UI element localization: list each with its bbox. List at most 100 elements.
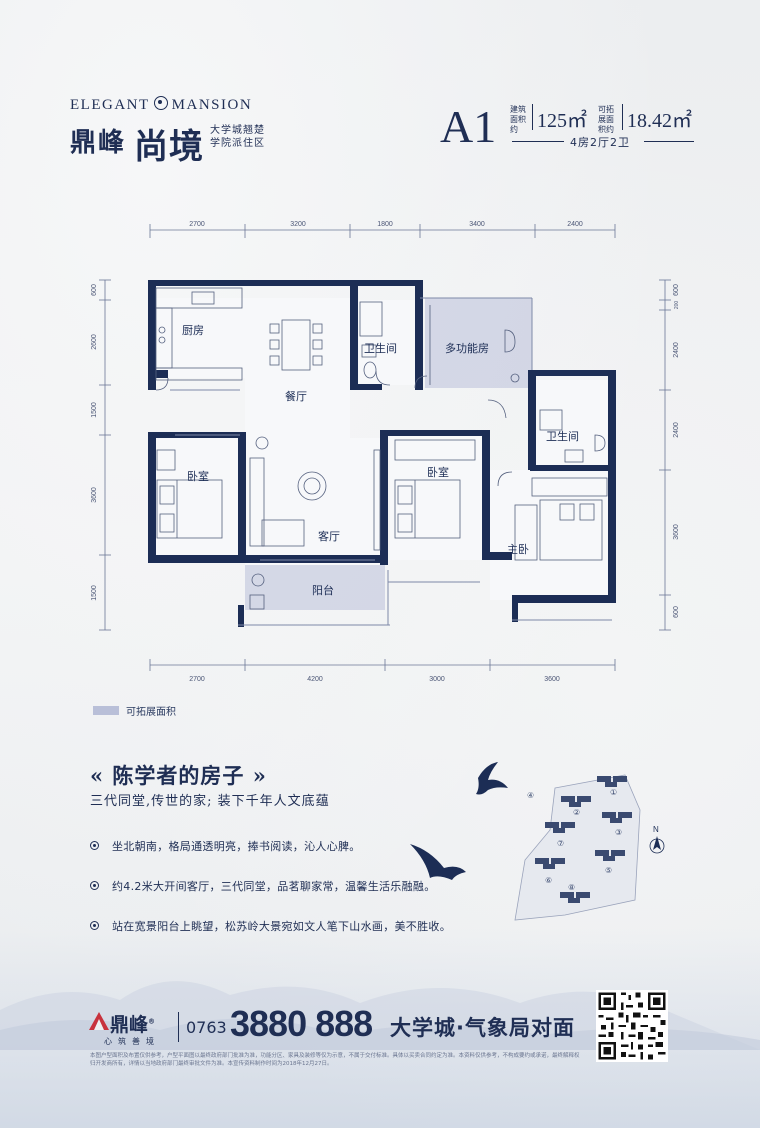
address: 大学城·气象局对面	[390, 1016, 575, 1040]
dim-left-3: 1500	[91, 402, 98, 418]
brand-crest-icon	[153, 96, 168, 110]
master-furniture	[514, 477, 608, 561]
multi-room-fixtures	[429, 305, 520, 385]
footer-logo: 鼎峰®	[110, 1010, 155, 1037]
bird-icon	[476, 762, 508, 795]
bullet-1: 坐北朝南，格局通透明亮，捧书阅读，沁人心脾。	[112, 840, 361, 853]
layout-type: 4房2厅2卫	[570, 136, 630, 149]
dim-right-2: 200	[674, 301, 680, 310]
disclaimer: 本图户型面积及布置仅供参考，户型平面图以最终政府部门批准为准，功能分区、家具及装…	[90, 1053, 580, 1067]
walls	[148, 280, 616, 627]
bedroom-2-furniture	[394, 439, 476, 539]
north-label: N	[653, 825, 659, 834]
subline: 三代同堂,传世的家; 装下千年人文底蕴	[90, 794, 330, 809]
north-arrow-icon	[649, 836, 665, 854]
dim-top-4: 3400	[469, 221, 485, 228]
building-icon	[545, 822, 575, 833]
divider	[622, 104, 623, 130]
floor-plan: 2700 3200 1800 3400 2400 2700 4200 3000 …	[91, 221, 680, 683]
dim-bottom-1: 2700	[189, 676, 205, 683]
building-icon	[597, 776, 627, 787]
expand-area-label: 可拓展面积约	[598, 105, 614, 134]
dim-right-6: 600	[673, 606, 680, 618]
unit-code: A1	[440, 101, 497, 152]
bldg-3: ③	[615, 828, 622, 837]
doors	[155, 370, 513, 487]
windows	[170, 297, 612, 626]
site-plan: ① ② ③ ④ ⑤ ⑥ ⑦ ⑧ N	[514, 774, 665, 921]
bullet-icon	[90, 921, 99, 930]
label-bath-1: 卫生间	[364, 341, 397, 355]
phone-number[interactable]: 3880 888	[230, 1003, 373, 1044]
company-logo-icon	[89, 1012, 109, 1030]
bldg-5: ⑤	[605, 866, 612, 875]
footer-divider	[178, 1012, 179, 1042]
expandable-areas	[245, 298, 532, 610]
bldg-4: ④	[527, 791, 534, 800]
site-boundary	[514, 774, 641, 921]
bedroom-1-furniture	[156, 449, 223, 539]
slogan-line-2: 学院派住区	[210, 138, 265, 149]
rule-left	[512, 141, 564, 142]
label-bath-2: 卫生间	[546, 429, 579, 443]
building-icon	[560, 892, 590, 903]
brand-slogan: 大学城翘楚 学院派住区	[210, 124, 274, 150]
dim-top-5: 2400	[567, 221, 583, 228]
bldg-7: ⑦	[557, 839, 564, 848]
dim-top-2: 3200	[290, 221, 306, 228]
rule-right	[644, 141, 694, 142]
dim-bottom-4: 3600	[544, 676, 560, 683]
label-master: 主卧	[507, 543, 529, 556]
dim-top-3: 1800	[377, 221, 393, 228]
label-living: 客厅	[318, 529, 340, 543]
dim-left-5: 1500	[91, 585, 98, 601]
label-multi-room: 多功能房	[445, 341, 489, 355]
dim-right-4: 2400	[673, 422, 680, 438]
legend-swatch	[93, 706, 119, 715]
bird-icon	[410, 844, 466, 880]
building-icon	[602, 812, 632, 823]
building-icon	[561, 796, 591, 807]
brand-en-left: ELEGANT	[70, 97, 150, 113]
slogan-line-1: 大学城翘楚	[210, 125, 265, 136]
label-kitchen: 厨房	[182, 324, 204, 337]
label-dining: 餐厅	[285, 389, 307, 403]
footer-logo-text: 鼎峰	[110, 1014, 149, 1036]
dim-right-1: 600	[673, 284, 680, 296]
footer-logo-reg: ®	[148, 1017, 156, 1026]
brand-company: 鼎峰	[70, 127, 127, 157]
dim-left-2: 2600	[91, 334, 98, 350]
dim-top-1: 2700	[189, 221, 205, 228]
label-balcony: 阳台	[312, 583, 334, 597]
dining-table	[269, 319, 323, 371]
bullet-3: 站在宽景阳台上眺望，松苏岭大景宛如文人笔下山水画，美不胜收。	[112, 920, 451, 933]
bldg-1: ①	[610, 788, 617, 797]
balcony-fixtures	[249, 573, 265, 610]
dim-bottom-3: 3000	[429, 676, 445, 683]
dim-right-5: 3600	[673, 524, 680, 540]
bathroom-2-fixtures	[539, 409, 606, 463]
mountain-silhouette	[0, 981, 760, 1050]
bldg-8: ⑧	[568, 883, 575, 892]
living-furniture	[249, 436, 381, 551]
bullet-2: 约4.2米大开间客厅，三代同堂，品茗聊家常，温馨生活乐融融。	[112, 880, 436, 893]
build-area: 125㎡	[537, 110, 587, 132]
building-icon	[595, 850, 625, 861]
footer-logo-sub: 心筑善境	[104, 1037, 160, 1046]
bathroom-1-fixtures	[359, 301, 383, 379]
brand-english: ELEGANT MANSION	[70, 96, 252, 114]
dim-left-1: 600	[91, 284, 98, 296]
dim-bottom-2: 4200	[307, 676, 323, 683]
qr-code-icon[interactable]	[596, 990, 668, 1062]
expand-area: 18.42㎡	[627, 110, 692, 132]
floor-fills	[155, 298, 610, 600]
bullet-icon	[90, 881, 99, 890]
kitchen-fixtures	[155, 287, 243, 381]
room-labels: 厨房 餐厅 卫生间 多功能房 卫生间 卧室 客厅 卧室 主卧 阳台	[182, 324, 579, 597]
phone-prefix: 0763	[186, 1018, 227, 1037]
brand-en-right: MANSION	[171, 97, 253, 113]
brand-project: 尚境	[134, 127, 204, 167]
dim-left-4: 3600	[91, 487, 98, 503]
site-buildings	[535, 776, 632, 903]
build-area-label: 建筑面积约	[510, 105, 526, 134]
